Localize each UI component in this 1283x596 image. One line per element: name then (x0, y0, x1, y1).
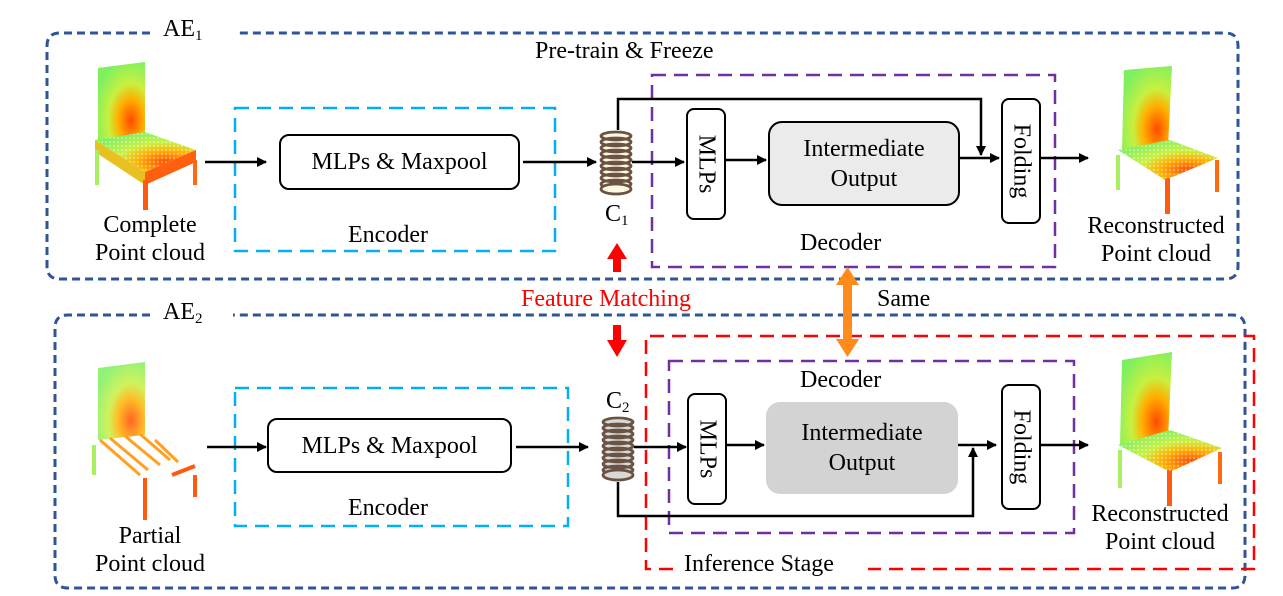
ae1-encoder-block: MLPs & Maxpool (279, 134, 520, 190)
ae1-title: AE1 (163, 15, 203, 50)
ae2-title: AE2 (163, 298, 203, 333)
ae2-output-label-line1: Reconstructed (1091, 501, 1229, 527)
ae1-input-label-line1: Complete (103, 212, 197, 238)
ae2-output-label-line2: Point cloud (1104, 529, 1215, 555)
codeword-c2-label: C2 (606, 387, 630, 422)
ae2-mlps-block: MLPs (687, 393, 727, 505)
ae2-intermediate-output-block: Intermediate Output (766, 402, 958, 494)
ae1-output-label-line1: Reconstructed (1087, 213, 1225, 239)
reconstructed-point-cloud-image-1 (1116, 66, 1219, 214)
ae1-output-label: Reconstructed Point cloud (1073, 212, 1239, 268)
pretrain-freeze-label: Pre-train & Freeze (535, 38, 714, 64)
ae1-intermediate-line2: Output (830, 165, 898, 192)
ae2-decoder-label: Decoder (800, 367, 882, 393)
c1-text: C (605, 201, 622, 227)
inference-stage-label: Inference Stage (684, 551, 834, 577)
ae1-input-label-line2: Point cloud (94, 240, 205, 266)
codeword-c1-label: C1 (605, 200, 629, 235)
ae1-title-text: AE (163, 16, 195, 42)
ae1-skip-connection-arrow (616, 97, 986, 156)
complete-point-cloud-image (95, 62, 197, 210)
ae1-intermediate-output-block: Intermediate Output (768, 121, 960, 206)
ae1-folding-block: Folding (1001, 98, 1041, 224)
inference-stage-region (644, 334, 1256, 571)
ae2-mlps-text: MLPs (694, 419, 721, 479)
ae1-mlps-text: MLPs (693, 134, 720, 194)
feature-matching-down-arrow (607, 325, 627, 357)
reconstructed-point-cloud-image-2 (1118, 352, 1222, 506)
ae2-encoder-region (233, 386, 570, 528)
ae1-decoder-label: Decoder (800, 230, 882, 256)
codeword-c1-icon (599, 130, 633, 196)
feature-matching-label: Feature Matching (521, 286, 691, 312)
same-double-arrow (836, 267, 859, 357)
ae1-intermediate-line1: Intermediate (803, 135, 925, 162)
ae1-title-sub: 1 (195, 28, 203, 44)
ae2-input-label-line2: Point cloud (94, 551, 205, 577)
ae2-encoder-block: MLPs & Maxpool (267, 418, 512, 473)
partial-point-cloud-image (92, 362, 197, 520)
ae2-skip-connection-arrow (616, 447, 978, 518)
ae1-input-label: Complete Point cloud (82, 211, 218, 267)
ae1-encoder-label: Encoder (348, 222, 428, 248)
c2-sub: 2 (622, 400, 630, 416)
ae2-output-label: Reconstructed Point cloud (1077, 500, 1243, 556)
ae2-intermediate-line1: Intermediate (801, 420, 923, 446)
ae2-title-sub: 2 (195, 311, 203, 327)
ae2-folding-block: Folding (1001, 384, 1041, 510)
ae2-input-label-line1: Partial (118, 523, 182, 549)
ae2-folding-text: Folding (1008, 409, 1035, 485)
c1-sub: 1 (621, 213, 629, 229)
ae2-intermediate-line2: Output (828, 450, 896, 476)
ae2-encoder-label: Encoder (348, 495, 428, 521)
ae2-container (53, 313, 1247, 590)
same-label: Same (877, 286, 931, 312)
c2-text: C (606, 388, 623, 414)
ae2-title-text: AE (163, 299, 195, 325)
ae1-encoder-region (233, 106, 557, 253)
ae1-mlps-block: MLPs (686, 108, 726, 220)
codeword-c2-icon (601, 416, 635, 482)
ae1-container (45, 31, 1240, 281)
ae1-decoder-region (650, 73, 1057, 269)
ae2-input-label: Partial Point cloud (82, 522, 218, 578)
ae1-folding-text: Folding (1008, 123, 1035, 199)
ae1-output-label-line2: Point cloud (1100, 241, 1211, 267)
feature-matching-up-arrow (607, 243, 627, 272)
